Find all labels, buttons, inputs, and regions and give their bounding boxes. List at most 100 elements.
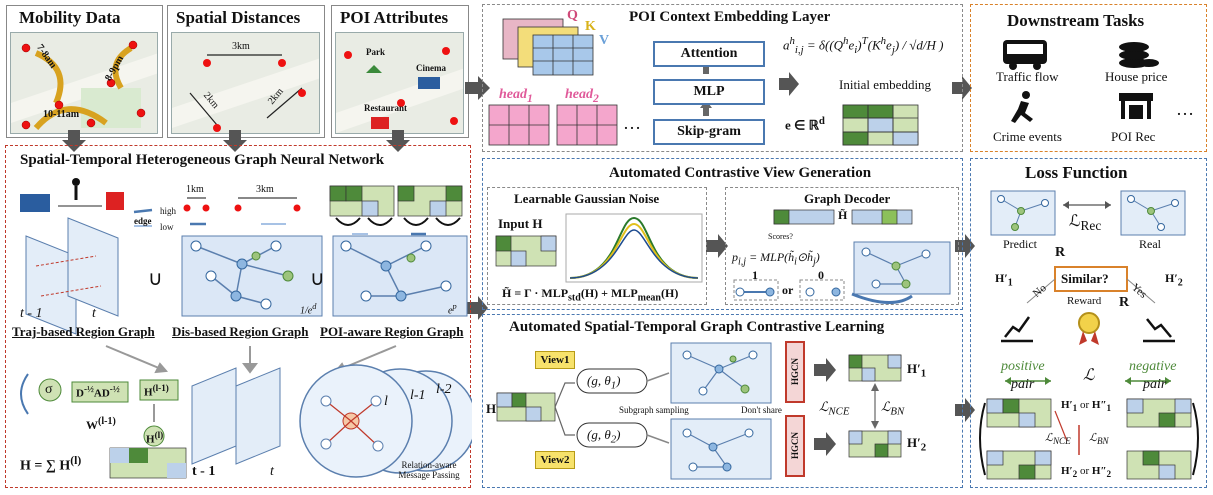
pij-text: p <box>732 250 738 264</box>
trend-up-icon <box>1001 316 1033 343</box>
input-h: Input H <box>498 216 543 231</box>
runner-icon <box>1011 91 1033 123</box>
dad-label: D-½AD-½ <box>76 384 120 400</box>
view-gen-panel: Automated Contrastive View Generation Le… <box>482 158 963 310</box>
traj-t: t <box>92 306 96 321</box>
mobility-time-3: 10-11am <box>43 109 80 120</box>
loss-h1-or: H′1 or H″1 <box>1061 399 1112 414</box>
w-label: W(l-1) <box>86 416 116 432</box>
coins-icon <box>1119 42 1159 68</box>
downstream-panel: Downstream Tasks Traffic flow House pric… <box>970 4 1207 152</box>
poi-map: Park Cinema Restaurant <box>335 32 464 134</box>
head-2-text: head <box>565 87 593 102</box>
stgcl-lbn: ℒBN <box>881 399 905 418</box>
loss-h2p-text: H <box>1165 271 1175 285</box>
loss-or-2: or <box>1079 465 1090 477</box>
dist-1km: 1km <box>186 184 204 195</box>
g-theta-1-text: (g, θ <box>587 373 611 388</box>
loss-graphic <box>979 190 1199 480</box>
poi-map-graphic <box>336 33 463 133</box>
poi-cinema: Cinema <box>416 63 446 73</box>
mobility-map: 7-8am 8-9pm 10-11am <box>10 32 158 134</box>
layer-l-2: l-2 <box>436 382 452 397</box>
edge-one: 1 <box>752 268 758 282</box>
loss-lbn: ℒBN <box>1089 432 1109 447</box>
dis-weight: 1/ed <box>300 302 317 317</box>
award-icon <box>1078 312 1100 345</box>
h2-prime: H′2 <box>907 435 927 454</box>
stgnn-title: Spatial-Temporal Heterogeneous Graph Neu… <box>20 152 385 168</box>
bus-icon <box>1003 40 1047 70</box>
relation-label: Relation-aware Message Passing <box>398 460 460 480</box>
loss-h2-or: H′2 or H″2 <box>1061 465 1112 480</box>
downstream-title: Downstream Tasks <box>1007 11 1145 30</box>
subgraph-label: Subgraph sampling <box>619 405 689 415</box>
h-prev-label: H(l-1) <box>144 383 169 399</box>
graph-poi-label: POI-aware Region Graph <box>320 324 464 339</box>
loss-r-right: R <box>1119 295 1130 310</box>
h2-prime-text: H <box>907 435 918 450</box>
poi-weight-text: e <box>448 305 453 317</box>
task-poirec: POI Rec <box>1111 129 1156 144</box>
pij-formula: pi,j = MLP(h̃i⊙h̃j) <box>732 250 820 268</box>
food-icon <box>106 192 124 210</box>
edge-low: low <box>160 222 174 232</box>
graph-dis-label: Dis-based Region Graph <box>172 324 309 339</box>
loss-predict: Predict <box>1003 237 1037 251</box>
stgcl-panel: Automated Spatial-Temporal Graph Contras… <box>482 314 963 488</box>
gaussian-box: Learnable Gaussian Noise Input H H̃ = Γ … <box>487 187 707 305</box>
bottom-t-minus: t - 1 <box>192 464 216 479</box>
head-1: head1 <box>499 87 533 105</box>
head-1-text: head <box>499 87 527 102</box>
loss-similar: Similar? <box>1061 271 1109 286</box>
h1-prime: H′1 <box>907 361 927 380</box>
layer-l: l <box>384 394 388 409</box>
edge-label: edge <box>134 216 152 226</box>
graph-traj-label: Traj-based Region Graph <box>12 324 155 339</box>
stgcl-lnce-text: ℒ <box>819 399 829 414</box>
pij-formula-text: = MLP(h̃ <box>746 250 795 264</box>
decoder-box: Graph Decoder H̃ Scores? pi,j = MLP(h̃ <box>725 187 959 305</box>
h-l-text: H <box>146 433 155 446</box>
loss-lrec: ℒRec <box>1069 213 1102 234</box>
hgcn-top: HGCN <box>785 341 805 403</box>
embedding-space-text: e ∈ ℝ <box>785 117 819 133</box>
loss-lnce-text: ℒ <box>1045 432 1053 444</box>
bottom-t: t <box>270 464 274 479</box>
stgcl-lnce: ℒNCE <box>819 399 850 418</box>
h1-prime-text: H <box>907 361 918 376</box>
scores-label: Scores? <box>768 232 793 241</box>
spatial-map: 3km 2km 2km <box>171 32 320 134</box>
task-house: House price <box>1105 69 1168 84</box>
loss-lnce: ℒNCE <box>1045 432 1071 447</box>
dad-text: D <box>76 387 84 400</box>
loss-h1p-text: H <box>995 271 1005 285</box>
decoder-title: Graph Decoder <box>804 191 891 206</box>
poi-restaurant: Restaurant <box>364 103 407 113</box>
mobility-title: Mobility Data <box>19 8 121 27</box>
poi-park: Park <box>366 47 385 57</box>
poi-panel: POI Attributes Park Cinema Restaurant <box>331 5 469 138</box>
v-label: V <box>599 33 610 48</box>
attention-block: Attention <box>653 41 765 67</box>
heads-ellipsis: … <box>623 113 641 133</box>
gaussian-title: Learnable Gaussian Noise <box>514 191 660 206</box>
w-text: W <box>86 418 98 432</box>
dis-weight-text: 1/e <box>300 305 313 317</box>
spatial-map-graphic <box>172 33 319 133</box>
loss-lrec-text: ℒ <box>1069 213 1081 230</box>
formula-body: = δ( <box>806 37 830 53</box>
k-label: K <box>585 19 596 34</box>
loss-positive: positive <box>1001 359 1045 374</box>
stgcl-title: Automated Spatial-Temporal Graph Contras… <box>509 319 885 335</box>
loss-panel: Loss Function <box>970 158 1207 488</box>
view-gen-title: Automated Contrastive View Generation <box>609 165 872 181</box>
decoder-htilde: H̃ <box>838 208 848 222</box>
initial-embedding-label: Initial embedding <box>839 77 932 92</box>
loss-title: Loss Function <box>1025 163 1128 182</box>
context-panel: POI Context Embedding Layer <box>482 4 963 152</box>
stgnn-panel: Spatial-Temporal Heterogeneous Graph Neu… <box>5 145 472 488</box>
head-2: head2 <box>565 87 599 105</box>
task-traffic: Traffic flow <box>996 69 1059 84</box>
sum-formula: H = ∑ H(l) <box>20 454 82 474</box>
